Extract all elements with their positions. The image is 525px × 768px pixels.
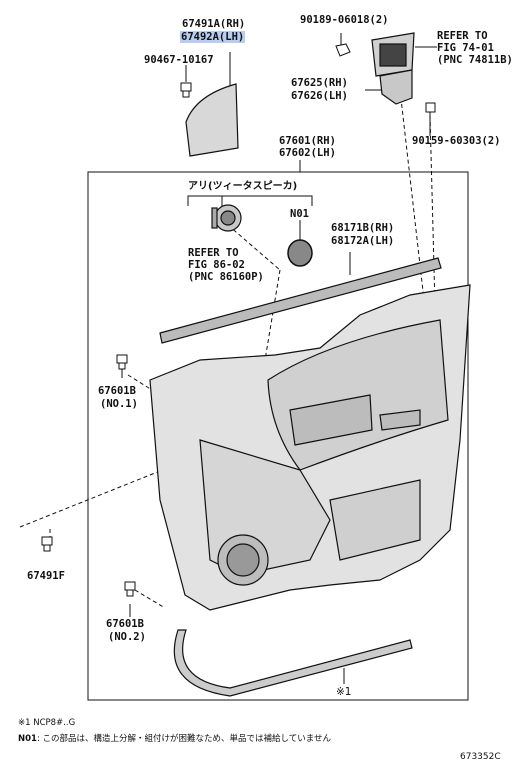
screw-icon bbox=[425, 102, 436, 113]
label-n01: N01 bbox=[290, 208, 309, 220]
figure-code: 673352C bbox=[460, 752, 501, 762]
label-90159: 90159-60303(2) bbox=[412, 135, 501, 147]
label-67491f: 67491F bbox=[27, 570, 65, 582]
footnote-n01-text: : この部品は、構造上分解・組付けが困難なため、単品では補給していません bbox=[36, 734, 332, 744]
label-67492a: 67492A(LH) bbox=[180, 31, 246, 43]
label-68172a: 68172A(LH) bbox=[331, 235, 395, 247]
label-star1-mark: ※1 bbox=[336, 686, 352, 698]
door-corner-panel bbox=[185, 83, 239, 157]
label-qty-no2: (NO.2) bbox=[108, 631, 146, 643]
refer-74-line3: (PNC 74811B) bbox=[437, 54, 513, 66]
footnote-n01: N01: この部品は、構造上分解・組付けが困難なため、単品では補給していません bbox=[18, 732, 331, 744]
belt-weatherstrip bbox=[159, 257, 442, 344]
label-67601: 67601(RH) bbox=[279, 135, 336, 147]
clip-icon bbox=[180, 82, 192, 98]
door-pull-handle bbox=[371, 32, 415, 77]
trim-clip-icon bbox=[116, 354, 128, 370]
trim-clip-icon bbox=[124, 581, 136, 597]
speaker-grille bbox=[287, 239, 313, 267]
refer-86-line2: FIG 86-02 bbox=[188, 259, 245, 271]
refer-74-line1: REFER TO bbox=[437, 30, 488, 42]
label-67601b-2: 67601B bbox=[106, 618, 144, 630]
label-90467: 90467-10167 bbox=[144, 54, 214, 66]
refer-86-line3: (PNC 86160P) bbox=[188, 271, 264, 283]
label-67625: 67625(RH) bbox=[291, 77, 348, 89]
nut-icon bbox=[335, 43, 351, 57]
label-67601b-1: 67601B bbox=[98, 385, 136, 397]
footnote-n01-key: N01 bbox=[18, 734, 37, 744]
label-90189: 90189-06018(2) bbox=[300, 14, 389, 26]
lower-door-seal bbox=[173, 629, 413, 697]
footnote-model: ※1 NCP8#..G bbox=[18, 718, 76, 728]
door-trim-frame bbox=[87, 171, 469, 701]
trim-clip-icon bbox=[41, 536, 53, 552]
refer-86-line1: REFER TO bbox=[188, 247, 239, 259]
label-67602: 67602(LH) bbox=[279, 147, 336, 159]
label-68171b: 68171B(RH) bbox=[331, 222, 395, 234]
tweeter-speaker-icon bbox=[211, 204, 242, 232]
label-67626: 67626(LH) bbox=[291, 90, 348, 102]
door-trim-panel bbox=[149, 284, 471, 611]
label-qty-no1: (NO.1) bbox=[100, 398, 138, 410]
label-67491a: 67491A(RH) bbox=[182, 18, 246, 30]
refer-74-line2: FIG 74-01 bbox=[437, 42, 494, 54]
handle-bracket bbox=[379, 69, 413, 105]
label-tweeter-jp: アリ(ツィータスピーカ) bbox=[188, 181, 298, 192]
